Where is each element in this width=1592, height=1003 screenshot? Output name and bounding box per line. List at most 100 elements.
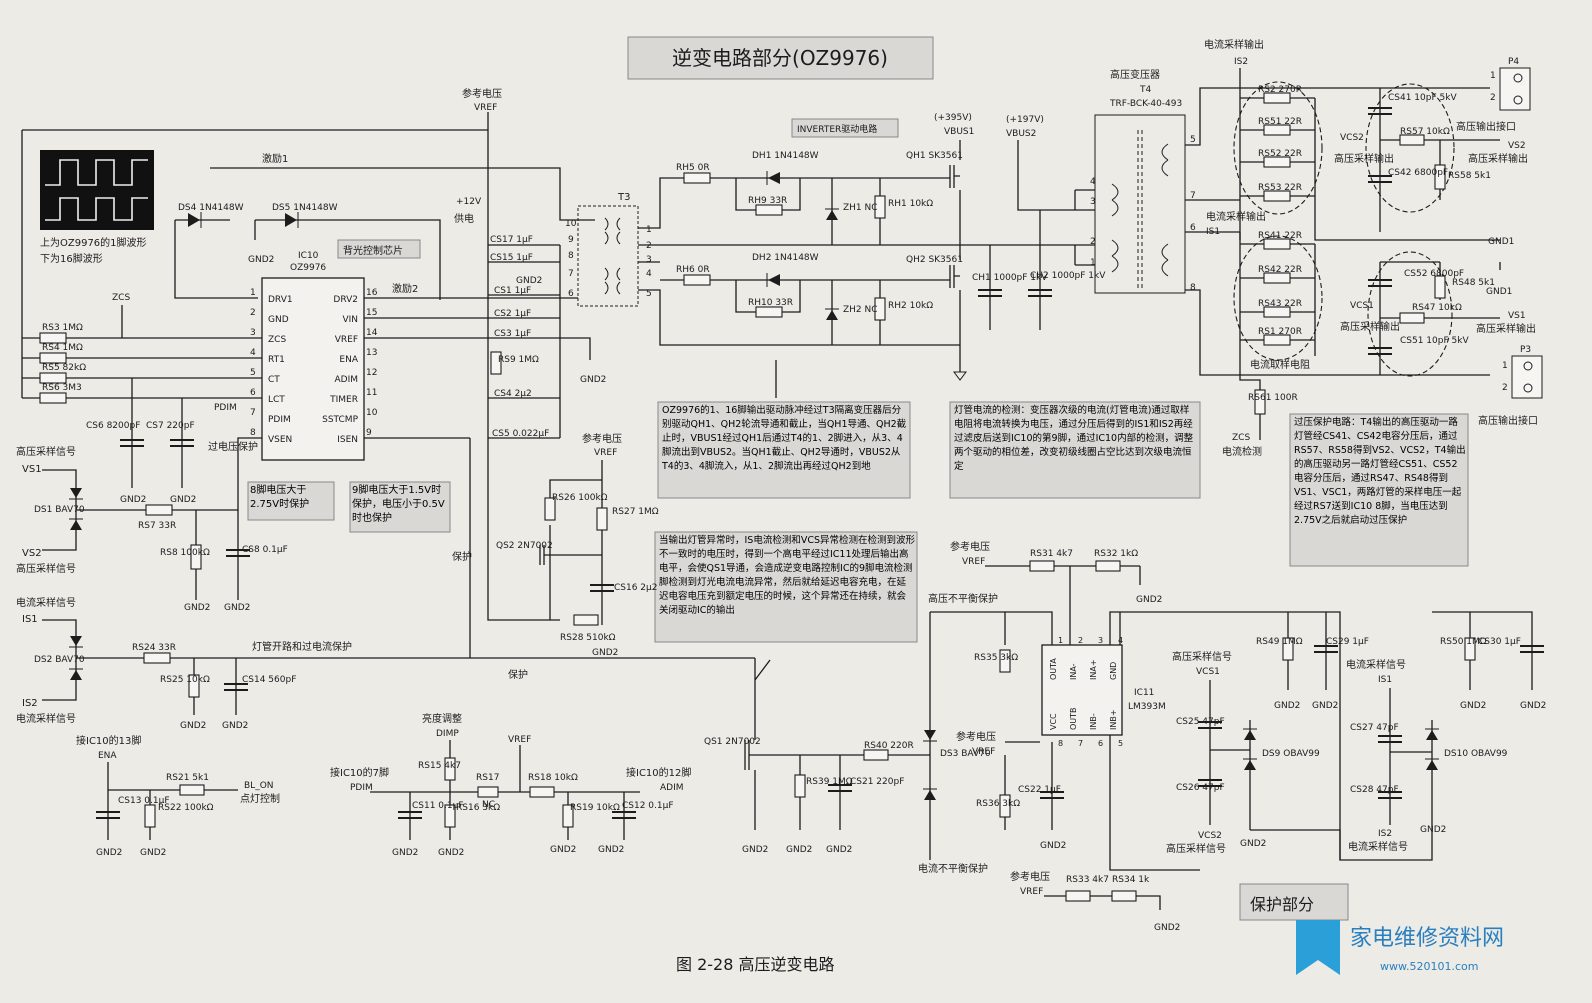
hv-out-port-1: 高压输出接口 <box>1456 120 1516 133</box>
ic10-pin-num-right: 12 <box>366 368 377 378</box>
gnd2-r: GND2 <box>786 845 812 855</box>
rs25-label: RS25 10kΩ <box>160 675 210 685</box>
note-drive: OZ9976的1、16脚输出驱动脉冲经过T3隔离变压器后分别驱动QH1、QH2轮… <box>662 405 907 472</box>
vcs1-label: VCS1 <box>1350 301 1374 311</box>
hv-sample-signal-4: 高压采样信号 <box>1166 842 1226 855</box>
ov-protect-label: 过电压保护 <box>208 440 258 453</box>
ic10-pin-num-left: 7 <box>250 408 256 418</box>
cs22-label: CS22 1μF <box>1018 785 1061 795</box>
cs51-label: CS51 10pF 5kV <box>1400 336 1469 346</box>
cur-unbalance-label: 电流不平衡保护 <box>918 862 988 875</box>
cs11-label: CS11 0.1μF <box>412 801 464 811</box>
ic10-pin-name-left: DRV1 <box>268 295 293 305</box>
ic10-ref: IC10 <box>298 251 319 261</box>
ic11-part: LM393M <box>1128 702 1166 712</box>
delay-network: 参考电压 VREF RS26 100kΩ RS27 1MΩ QS2 2N7002… <box>496 432 659 658</box>
ref-voltage-5: 参考电压 <box>1010 870 1050 883</box>
cs26-label: CS26 47pF <box>1176 783 1225 793</box>
rs22-label: RS22 100kΩ <box>158 803 214 813</box>
ic10-pin-num-right: 13 <box>366 348 377 358</box>
cs1-label: CS1 1μF <box>494 286 531 296</box>
hv-sample-signal-3: 高压采样信号 <box>1172 650 1232 663</box>
rs40-label: RS40 220R <box>864 741 914 751</box>
rs27-label: RS27 1MΩ <box>612 507 659 517</box>
rs52-label: RS52 22R <box>1258 149 1302 159</box>
zcs-detect-1: ZCS <box>1232 433 1250 443</box>
p3-connector: P3 12 高压输出接口 <box>1478 345 1543 427</box>
cs4-label: CS4 2μ2 <box>494 389 532 399</box>
svg-text:1: 1 <box>1502 361 1508 371</box>
gnd2-ab: GND2 <box>1520 701 1546 711</box>
ic10-pin-num-right: 10 <box>366 408 378 418</box>
title-box <box>627 36 934 80</box>
cs16-label: CS16 2μ2 <box>614 583 658 593</box>
svg-text:2: 2 <box>1090 237 1096 247</box>
qs1-label: QS1 2N7002 <box>704 737 761 747</box>
rs9-label: RS9 1MΩ <box>498 355 539 365</box>
cs28-label: CS28 47pF <box>1350 785 1399 795</box>
ic11-pin-top: INA+ <box>1089 659 1098 680</box>
ic10-pin-num-right: 14 <box>366 328 378 338</box>
ic11-pin-num-bottom: 6 <box>1098 739 1103 748</box>
ic11-pin-top: GND <box>1109 662 1118 680</box>
ic11-pin-num-top: 2 <box>1078 636 1083 645</box>
t4-label: T4 <box>1139 85 1151 95</box>
vcs2-in: VCS2 <box>1198 831 1222 841</box>
vbus1-label: VBUS1 <box>944 127 974 137</box>
figure-caption: 图 2-28 高压逆变电路 <box>676 955 835 974</box>
nc-label: NC <box>482 800 495 810</box>
ic10-pin-num-right: 15 <box>366 308 377 318</box>
pdim-label-left: PDIM <box>214 403 237 413</box>
gnd2-q: GND2 <box>742 845 768 855</box>
rs19-label: RS19 10kΩ <box>570 803 620 813</box>
svg-text:4: 4 <box>1090 177 1096 187</box>
ic10-pin-name-left: PDIM <box>268 415 291 425</box>
cs21-label: CS21 220pF <box>850 777 904 787</box>
hv-sample-out-1: 高压采样输出 <box>1334 152 1394 165</box>
vref-4: VREF <box>962 557 985 567</box>
ic10-pin-num-right: 16 <box>366 288 378 298</box>
gnd2-p: GND2 <box>598 845 624 855</box>
ic11-pin-num-top: 1 <box>1058 636 1063 645</box>
gnd2-aa: GND2 <box>1460 701 1486 711</box>
svg-text:3: 3 <box>1090 197 1096 207</box>
svg-text:2: 2 <box>1490 93 1496 103</box>
rs8-label: RS8 100kΩ <box>160 548 210 558</box>
ic10-pin-num-left: 5 <box>250 368 256 378</box>
protect-inputs: RS49 1MΩ CS29 1μF GND2 GND2 高压采样信号 VCS1 … <box>1166 611 1546 861</box>
gnd2-d: GND2 <box>184 603 210 613</box>
svg-text:2: 2 <box>646 241 652 251</box>
qs2-label: QS2 2N7002 <box>496 541 553 551</box>
note-overvoltage: 过压保护电路：T4输出的高压驱动一路灯管经CS41、CS42电容分压后，通过RS… <box>1294 417 1466 526</box>
gnd2-n: GND2 <box>438 848 464 858</box>
gnd2-v: GND2 <box>1154 923 1180 933</box>
svg-text:7: 7 <box>1190 191 1196 201</box>
ic10-pin-name-right: ENA <box>339 355 358 365</box>
ref-voltage-2: 参考电压 <box>582 432 622 445</box>
vbus2-label: VBUS2 <box>1006 129 1036 139</box>
gnd2-e: GND2 <box>224 603 250 613</box>
svg-text:3: 3 <box>646 255 652 265</box>
cs13-label: CS13 0.1μF <box>118 796 170 806</box>
rh5-label: RH5 0R <box>676 163 710 173</box>
is1-in: IS1 <box>22 614 38 625</box>
ic11-ref: IC11 <box>1134 688 1154 698</box>
sense-upper: 电流采样输出 IS2 RS2 270R RS51 22R RS52 22R RS… <box>1204 38 1500 241</box>
ds3-label: DS3 BAV70 <box>940 749 991 759</box>
qh2-label: QH2 SK3561 <box>906 255 963 265</box>
rs61-label: RS61 100R <box>1248 393 1298 403</box>
ic10-pin-num-left: 6 <box>250 388 256 398</box>
note-abnormal: 当输出灯管异常时，IS电流检测和VCS异常检测在检测到波形不一致时的电压时，得到… <box>659 535 915 616</box>
to-ic10-13: 接IC10的13脚 <box>76 734 141 747</box>
ch2-label: CH2 1000pF 1kV <box>1030 271 1106 281</box>
ref-voltage-1: 参考电压 <box>462 87 502 100</box>
vs1-label: VS1 <box>1508 311 1526 321</box>
ic11-pin-bottom: OUTB <box>1069 707 1078 730</box>
cs17-label: CS17 1μF <box>490 235 533 245</box>
pdim-label-bottom: PDIM <box>350 783 373 793</box>
ic10-pin-name-left: CT <box>268 375 280 385</box>
ds4-label: DS4 1N4148W <box>178 203 244 213</box>
gnd1-a: GND1 <box>1488 237 1514 247</box>
gnd2-f: GND2 <box>180 721 206 731</box>
